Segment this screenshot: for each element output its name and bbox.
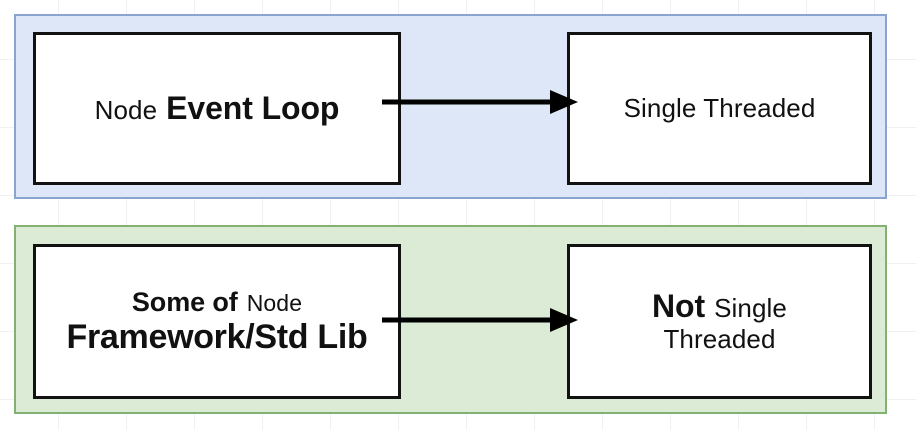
node-node-event-loop[interactable]: Node Event Loop <box>33 32 401 185</box>
text-node: Node <box>246 290 303 317</box>
group-framework[interactable]: Some of Node Framework/Std Lib Not Singl… <box>14 225 887 414</box>
node-framework-label-line2: Framework/Std Lib <box>67 318 368 356</box>
text-threaded: Threaded <box>663 323 776 354</box>
text-some-of: Some of <box>131 287 238 318</box>
text-node: Node <box>94 94 158 125</box>
node-not-single-threaded-label-line2: Threaded <box>663 323 776 354</box>
node-single-threaded[interactable]: Single Threaded <box>567 32 872 185</box>
text-single: Single <box>714 293 787 324</box>
node-not-single-threaded[interactable]: Not Single Threaded <box>567 244 872 399</box>
text-event-loop: Event Loop <box>166 89 340 126</box>
group-event-loop[interactable]: Node Event Loop Single Threaded <box>14 14 887 199</box>
node-not-single-threaded-label-line1: Not Single <box>652 288 787 325</box>
text-framework-std-lib: Framework/Std Lib <box>66 317 368 356</box>
arrow-framework-to-not-single-threaded <box>382 308 578 332</box>
text-single-threaded: Single Threaded <box>623 92 816 123</box>
node-node-framework-std-lib[interactable]: Some of Node Framework/Std Lib <box>33 244 401 399</box>
node-event-loop-label: Node Event Loop <box>94 89 340 127</box>
node-framework-label-line1: Some of Node <box>132 287 302 317</box>
text-not: Not <box>652 288 706 325</box>
arrow-event-loop-to-single-threaded <box>382 90 578 114</box>
node-single-threaded-label: Single Threaded <box>623 92 816 123</box>
